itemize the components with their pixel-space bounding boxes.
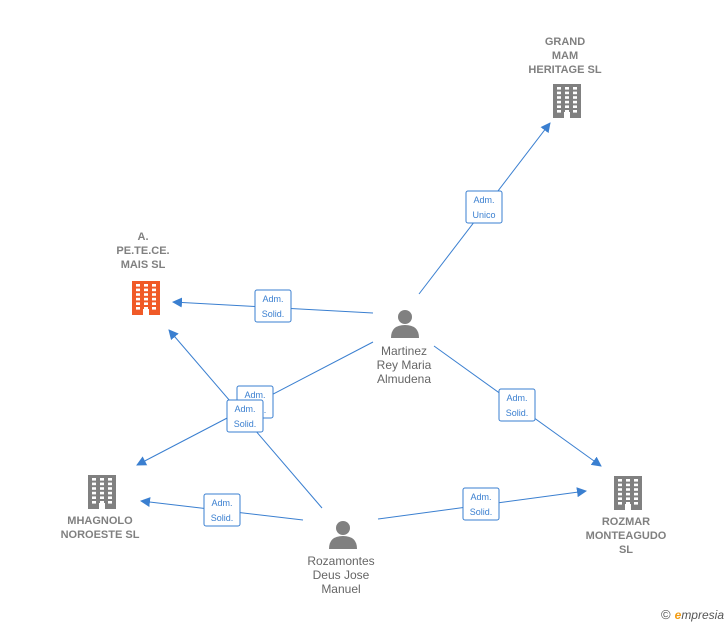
edge-label-box — [226, 399, 264, 433]
edge-label-line: Adm. — [470, 492, 491, 502]
company-label: MHAGNOLO — [67, 515, 133, 527]
edge-label-line: Solid. — [262, 309, 285, 319]
person-label: Martinez — [381, 344, 427, 358]
edge-label-line: Adm. — [211, 498, 232, 508]
edge-label-line: Adm. — [234, 404, 255, 414]
edge-label-line: Adm. — [262, 294, 283, 304]
brand-initial: e — [674, 608, 682, 622]
edges-layer — [136, 122, 602, 521]
building-icon — [614, 476, 642, 510]
nodes-layer: GRAND MAM HERITAGE SL A. PE.TE.CE. MAIS SL MHA… — [61, 36, 667, 596]
edge-label-line: Unico — [472, 210, 495, 220]
company-label: PE.TE.CE. — [116, 245, 169, 257]
edge-label-line: Adm. — [506, 393, 527, 403]
company-node-rozmar[interactable]: ROZMAR MONTEAGUDO SL — [586, 476, 667, 556]
edge-label-box — [203, 493, 241, 527]
edge-label-line: Solid. — [506, 408, 529, 418]
building-icon — [88, 475, 116, 509]
person-icon — [391, 310, 419, 338]
company-label: GRAND — [545, 36, 585, 48]
edge-label-rozamontes-rozmar[interactable]: Adm. Solid. — [462, 487, 500, 521]
edge-label-rozamontes-apet[interactable]: Adm. Solid. — [226, 399, 264, 433]
company-label: SL — [619, 544, 633, 556]
company-label: A. — [138, 231, 149, 243]
edge-label-box — [465, 190, 503, 224]
person-label: Almudena — [377, 372, 431, 386]
company-label: MAIS SL — [121, 259, 166, 271]
person-label: Manuel — [321, 582, 360, 596]
company-node-mhag[interactable]: MHAGNOLO NOROESTE SL — [61, 475, 140, 541]
edge-label-line: Solid. — [470, 507, 493, 517]
edge-label-martinez-grand[interactable]: Adm. Unico — [465, 190, 503, 224]
company-node-apet[interactable]: A. PE.TE.CE. MAIS SL — [116, 231, 170, 315]
person-icon — [329, 521, 357, 549]
company-label: MONTEAGUDO — [586, 530, 667, 542]
company-label: ROZMAR — [602, 516, 650, 528]
edge-label-line: Adm. — [244, 390, 265, 400]
edge-label-line: Solid. — [211, 513, 234, 523]
edge-labels-layer: Adm.UnicoAdm.Solid.Adm.Solid.Adm.Solid.A… — [203, 190, 536, 527]
person-label: Rozamontes — [307, 554, 374, 568]
edge-label-box — [498, 388, 536, 422]
brand-footer: ©empresia — [661, 607, 724, 622]
edge-label-rozamontes-mhag[interactable]: Adm. Solid. — [203, 493, 241, 527]
building-icon — [553, 84, 581, 118]
edge-label-box — [254, 289, 292, 323]
person-label: Rey Maria — [377, 358, 432, 372]
edge-label-line: Solid. — [234, 419, 257, 429]
company-node-grand[interactable]: GRAND MAM HERITAGE SL — [528, 36, 602, 118]
edge-label-box — [462, 487, 500, 521]
company-label: MAM — [552, 50, 578, 62]
copyright-symbol: © — [661, 607, 671, 622]
person-label: Deus Jose — [313, 568, 370, 582]
brand-name: mpresia — [681, 608, 724, 622]
edge-label-line: Adm. — [473, 195, 494, 205]
company-label: NOROESTE SL — [61, 529, 140, 541]
edge-label-martinez-apet[interactable]: Adm. Solid. — [254, 289, 292, 323]
building-icon — [132, 281, 160, 315]
company-label: HERITAGE SL — [528, 64, 601, 76]
edge-label-martinez-rozmar[interactable]: Adm. Solid. — [498, 388, 536, 422]
